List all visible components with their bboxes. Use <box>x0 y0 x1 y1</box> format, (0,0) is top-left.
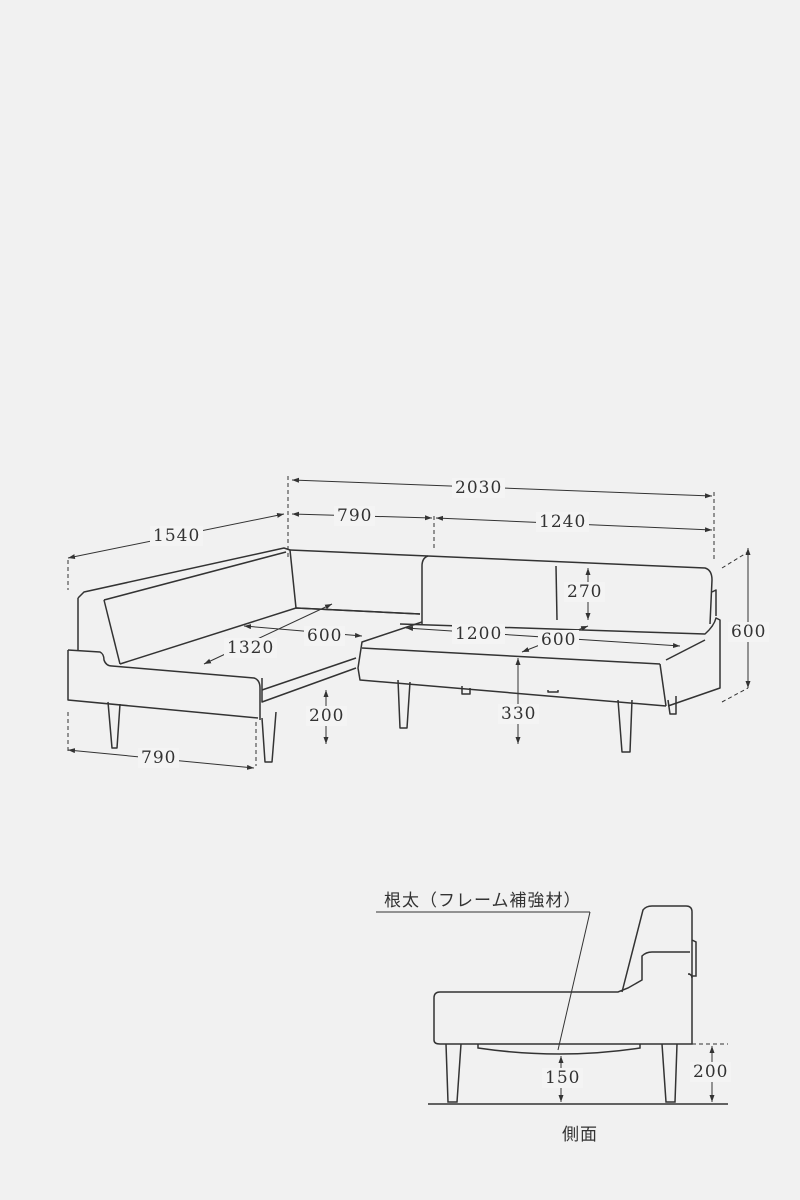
dim-left-section-length: 1540 <box>150 526 204 546</box>
dim-side-floor-clearance: 200 <box>690 1062 732 1082</box>
dim-frame-clearance: 150 <box>542 1068 584 1088</box>
dim-corner-width: 790 <box>334 506 376 526</box>
side-view-sofa <box>376 905 728 1105</box>
dim-floor-clearance: 200 <box>306 706 348 726</box>
dim-right-seat-length: 1200 <box>452 624 506 644</box>
dim-left-depth: 790 <box>138 748 180 768</box>
dim-left-seat-depth: 600 <box>304 626 346 646</box>
main-view-sofa <box>67 547 721 763</box>
dim-seat-height: 330 <box>498 704 540 724</box>
dim-right-seat-depth: 600 <box>538 630 580 650</box>
dim-left-seat-length: 1320 <box>224 638 278 658</box>
side-view-callout: 根太（フレーム補強材） <box>384 891 582 911</box>
dim-back-height: 270 <box>564 582 606 602</box>
dim-total-width: 2030 <box>452 478 506 498</box>
main-view-dimension-lines <box>67 476 751 770</box>
dim-right-section-width: 1240 <box>536 512 590 532</box>
dim-total-height: 600 <box>728 622 770 642</box>
side-view-caption: 側面 <box>562 1125 598 1145</box>
